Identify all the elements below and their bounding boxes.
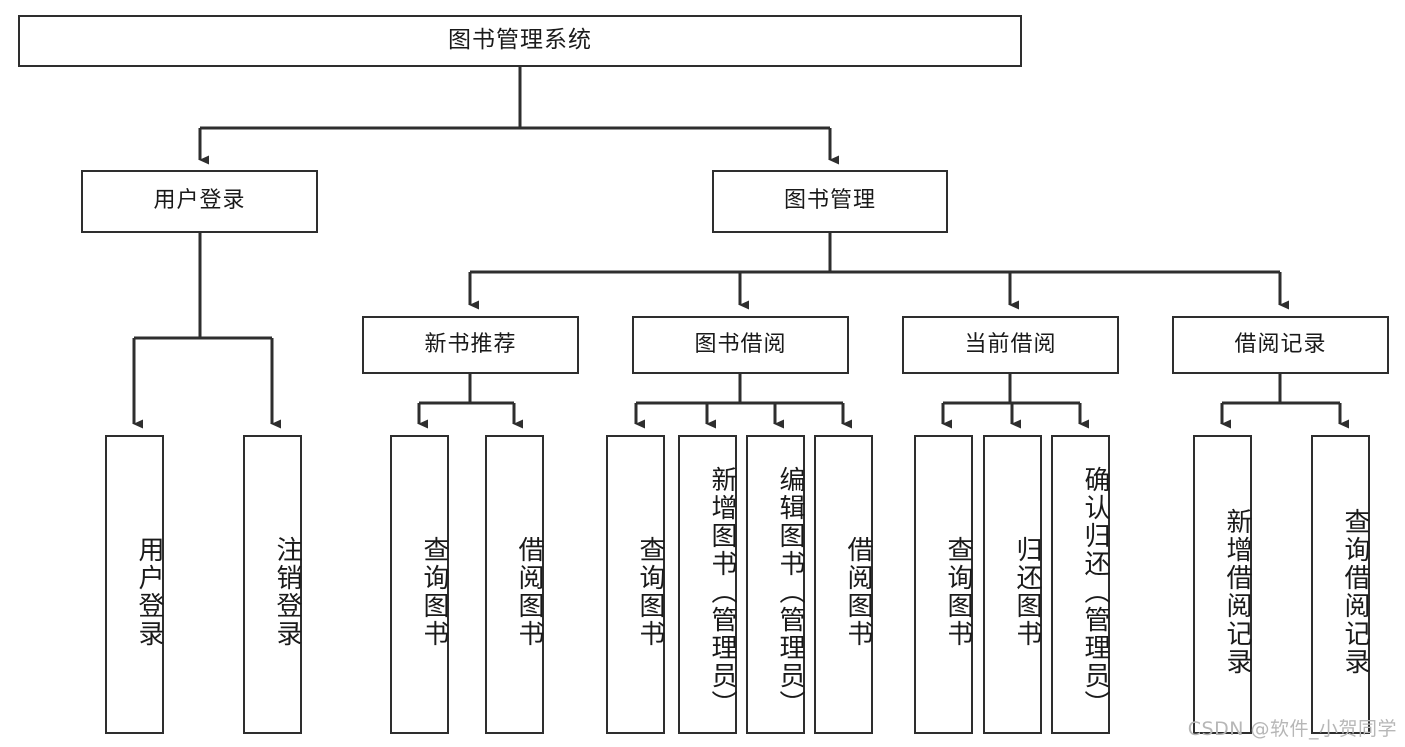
node-label: 查询图书 [635, 535, 665, 648]
node-book-borrowing[interactable]: 图书借阅 [632, 316, 849, 374]
node-borrow-records[interactable]: 借阅记录 [1172, 316, 1389, 374]
node-label: 编辑图书（管理员） [775, 465, 805, 718]
node-label: 当前借阅 [964, 331, 1057, 357]
leaf-recommend-query-books[interactable]: 查询图书 [390, 435, 449, 734]
node-label: 借阅图书 [514, 535, 544, 648]
leaf-borrow-query-books[interactable]: 查询图书 [606, 435, 665, 734]
node-label: 归还图书 [1012, 535, 1042, 648]
node-label: 查询图书 [943, 535, 973, 648]
leaf-user-login-signout[interactable]: 注销登录 [243, 435, 302, 734]
node-label: 新增借阅记录 [1222, 507, 1252, 676]
node-user-login[interactable]: 用户登录 [81, 170, 318, 233]
node-label: 图书管理 [783, 188, 876, 214]
leaf-record-query-borrow-record[interactable]: 查询借阅记录 [1311, 435, 1370, 734]
leaf-borrow-borrow-books[interactable]: 借阅图书 [814, 435, 873, 734]
node-book-management[interactable]: 图书管理 [712, 170, 948, 233]
node-label: 注销登录 [272, 535, 302, 648]
node-label: 图书管理系统 [448, 27, 592, 54]
node-current-borrowing[interactable]: 当前借阅 [902, 316, 1119, 374]
leaf-user-login-signin[interactable]: 用户登录 [105, 435, 164, 734]
node-label: 用户登录 [153, 188, 246, 214]
leaf-current-query-books[interactable]: 查询图书 [914, 435, 973, 734]
node-label: 借阅图书 [843, 535, 873, 648]
node-label: 用户登录 [134, 535, 164, 648]
node-root-book-management-system[interactable]: 图书管理系统 [18, 15, 1022, 67]
node-label: 新书推荐 [424, 331, 517, 357]
node-label: 借阅记录 [1234, 331, 1327, 357]
leaf-borrow-edit-book-admin[interactable]: 编辑图书（管理员） [746, 435, 805, 734]
node-label: 新增图书（管理员） [707, 465, 737, 718]
leaf-current-confirm-return-admin[interactable]: 确认归还（管理员） [1051, 435, 1110, 734]
watermark-text: CSDN @软件_小贺同学 [1187, 718, 1397, 740]
node-label: 查询图书 [419, 535, 449, 648]
leaf-current-return-books[interactable]: 归还图书 [983, 435, 1042, 734]
node-label: 确认归还（管理员） [1080, 465, 1110, 718]
leaf-recommend-borrow-books[interactable]: 借阅图书 [485, 435, 544, 734]
node-label: 图书借阅 [694, 331, 787, 357]
node-label: 查询借阅记录 [1340, 507, 1370, 676]
leaf-record-add-borrow-record[interactable]: 新增借阅记录 [1193, 435, 1252, 734]
leaf-borrow-add-book-admin[interactable]: 新增图书（管理员） [678, 435, 737, 734]
node-new-book-recommendation[interactable]: 新书推荐 [362, 316, 579, 374]
